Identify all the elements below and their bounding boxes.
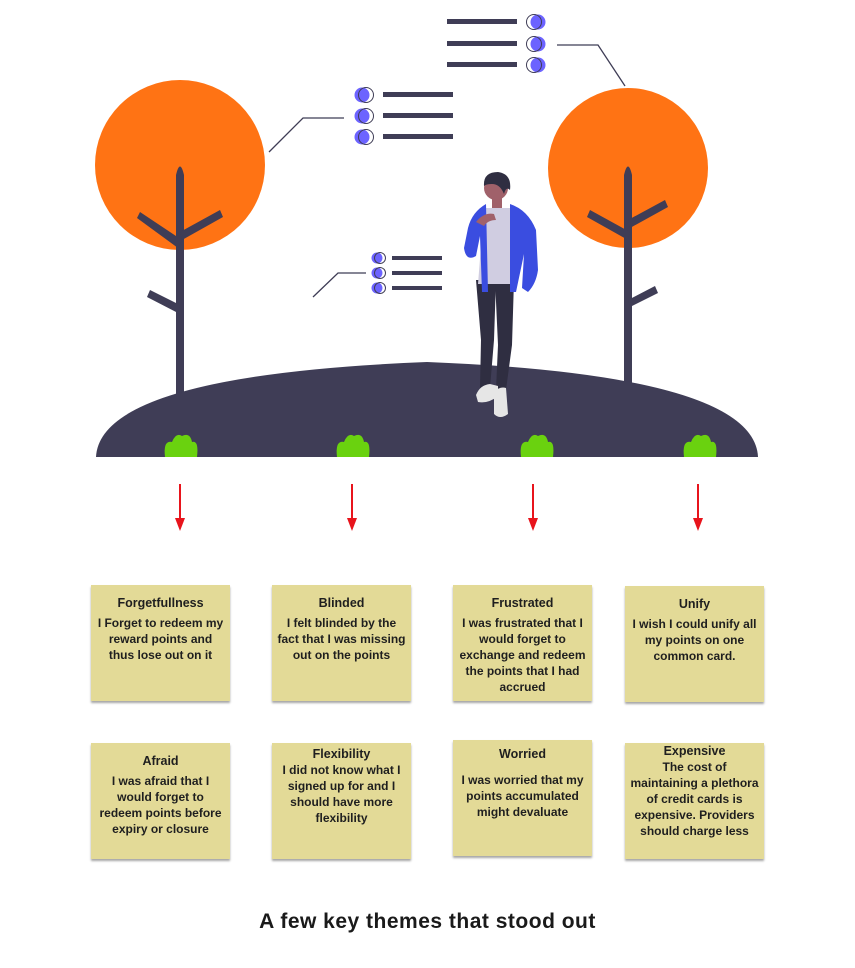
left-tree: [95, 80, 265, 395]
person-jacket-left: [464, 204, 488, 292]
note-title: Unify: [678, 597, 711, 611]
hill: [96, 362, 758, 457]
note-unify: Unify I wish I could unify all my points…: [625, 586, 764, 702]
note-title: Frustrated: [491, 596, 554, 610]
illustration: [95, 14, 758, 531]
person-hair: [483, 172, 511, 194]
connector-top-right: [557, 44, 626, 87]
connector-lines: [268, 44, 626, 298]
bush-2: [336, 434, 370, 457]
caption: A few key themes that stood out: [259, 910, 596, 933]
bush-4: [683, 434, 717, 457]
person-right-leg: [495, 280, 514, 390]
connector-left: [268, 117, 344, 153]
person: [464, 172, 538, 417]
note-text: I was frustrated that I would forget to …: [459, 616, 586, 694]
note-blinded: Blinded I felt blinded by the fact that …: [272, 585, 411, 701]
person-right-shoe: [494, 387, 508, 417]
note-title: Forgetfullness: [117, 596, 204, 610]
note-title: Blinded: [318, 596, 365, 610]
note-flexibility: Flexibility I did not know what I signed…: [272, 743, 411, 859]
note-title: Flexibility: [312, 747, 371, 761]
arrow-down-4: [693, 484, 703, 531]
arrows: [175, 484, 703, 531]
note-text: I did not know what I signed up for and …: [282, 763, 401, 825]
note-text: The cost of maintaining a plethora of cr…: [630, 760, 759, 838]
left-tree-trunk: [176, 166, 184, 395]
person-neck: [492, 194, 502, 208]
note-title: Afraid: [142, 754, 179, 768]
bush-1: [164, 434, 198, 457]
person-jacket-right: [510, 204, 538, 292]
right-tree-trunk: [624, 166, 632, 385]
note-text: I wish I could unify all my points on on…: [632, 617, 757, 663]
note-text: I was afraid that I would forget to rede…: [99, 774, 222, 836]
list-icon-top-right: [447, 14, 546, 73]
list-icon-middle: [371, 252, 442, 294]
note-afraid: Afraid I was afraid that I would forget …: [91, 743, 230, 859]
arrow-down-1: [175, 484, 185, 531]
person-left-leg: [476, 280, 496, 388]
list-icon-left: [354, 87, 453, 145]
arrow-down-2: [347, 484, 357, 531]
person-shirt: [478, 208, 516, 284]
note-title: Expensive: [663, 744, 726, 758]
bush-3: [520, 434, 554, 457]
note-expensive: Expensive The cost of maintaining a plet…: [625, 743, 764, 859]
note-worried: Worried I was worried that my points acc…: [453, 740, 592, 856]
arrow-down-3: [528, 484, 538, 531]
bushes: [164, 434, 717, 457]
note-text: I felt blinded by the fact that I was mi…: [277, 616, 406, 662]
note-text: I Forget to redeem my reward points and …: [97, 616, 224, 662]
left-tree-canopy: [95, 80, 265, 250]
note-text: I was worried that my points accumulated…: [461, 773, 584, 819]
right-tree: [548, 88, 708, 385]
note-title: Worried: [499, 747, 546, 761]
person-left-shoe: [476, 384, 498, 403]
person-arm: [476, 213, 496, 226]
note-frustrated: Frustrated I was frustrated that I would…: [453, 585, 592, 701]
connector-middle: [312, 272, 366, 298]
note-forgetfullness: Forgetfullness I Forget to redeem my rew…: [91, 585, 230, 701]
